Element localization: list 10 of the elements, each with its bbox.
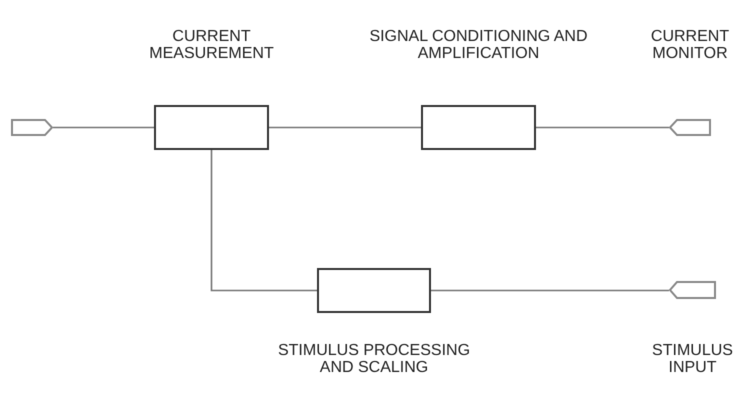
block-label: STIMULUS INPUT — [651, 342, 734, 376]
block-label: CURRENT MONITOR — [650, 28, 730, 62]
connector-line — [536, 126, 669, 128]
connector-line — [431, 290, 669, 292]
block-label: CURRENT MEASUREMENT — [148, 28, 275, 62]
block-label: STIMULUS PROCESSING AND SCALING — [276, 342, 472, 376]
connector-line — [210, 150, 317, 292]
connector-line — [269, 126, 421, 128]
block-label: SIGNAL CONDITIONING AND AMPLIFICATION — [368, 28, 589, 62]
connector-line — [53, 126, 154, 128]
